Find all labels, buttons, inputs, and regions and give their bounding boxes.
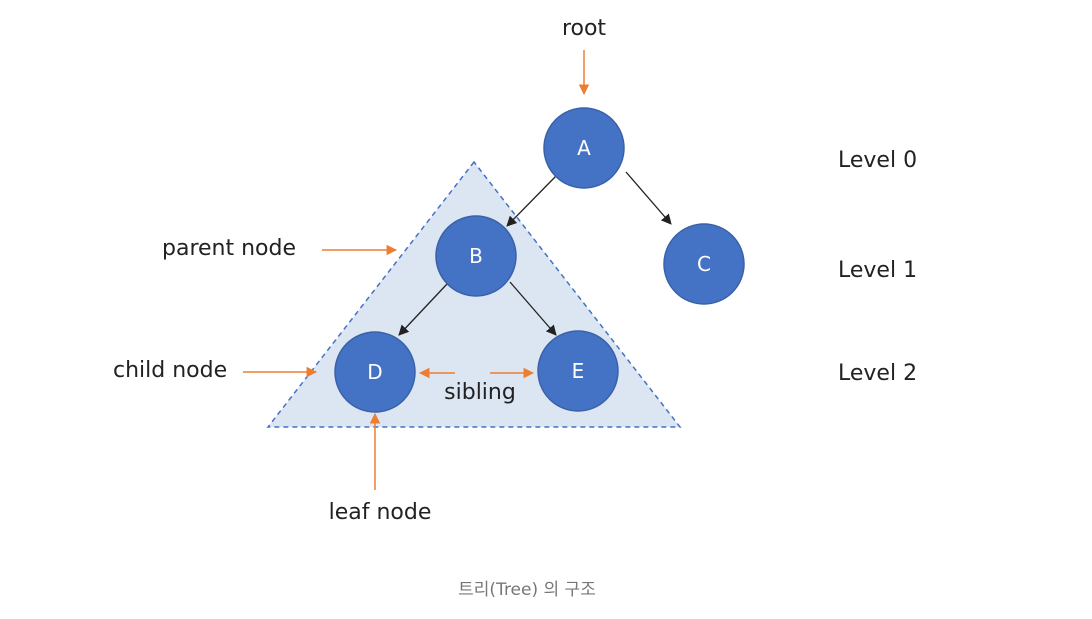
node-label: B (469, 244, 483, 268)
edge-b-e (509, 281, 557, 336)
level-0-label: Level 0 (838, 148, 917, 173)
annotation-sibling: sibling (418, 367, 535, 405)
node-label: A (577, 136, 591, 160)
parent-node-label: parent node (162, 236, 296, 261)
tree-edges (398, 171, 672, 336)
annotation-child-node: child node (113, 358, 318, 383)
edge-a-b (506, 175, 557, 227)
node-circle (334, 331, 416, 413)
level-2-label: Level 2 (838, 361, 917, 386)
child-node-label: child node (113, 358, 227, 383)
tree-node-b: B (435, 215, 517, 297)
sibling-label: sibling (444, 380, 516, 405)
annotation-root: root (562, 16, 606, 96)
node-label: C (697, 252, 711, 276)
node-circle (435, 215, 517, 297)
level-1-label: Level 1 (838, 258, 917, 283)
node-circle (663, 223, 745, 305)
edge-a-c (625, 171, 672, 225)
node-label: D (367, 360, 382, 384)
edge-b-d (398, 283, 448, 336)
leaf-node-label: leaf node (329, 500, 432, 525)
annotation-leaf-node: leaf node (329, 412, 432, 525)
node-circle (537, 330, 619, 412)
node-label: E (572, 359, 585, 383)
node-circle (543, 107, 625, 189)
tree-node-c: C (663, 223, 745, 305)
tree-node-a: A (543, 107, 625, 189)
annotation-parent-node: parent node (162, 236, 398, 261)
tree-node-e: E (537, 330, 619, 412)
figure-caption: 트리(Tree) 의 구조 (458, 580, 596, 600)
root-label: root (562, 16, 606, 41)
level-labels: Level 0 Level 1 Level 2 (838, 148, 917, 386)
tree-node-d: D (334, 331, 416, 413)
